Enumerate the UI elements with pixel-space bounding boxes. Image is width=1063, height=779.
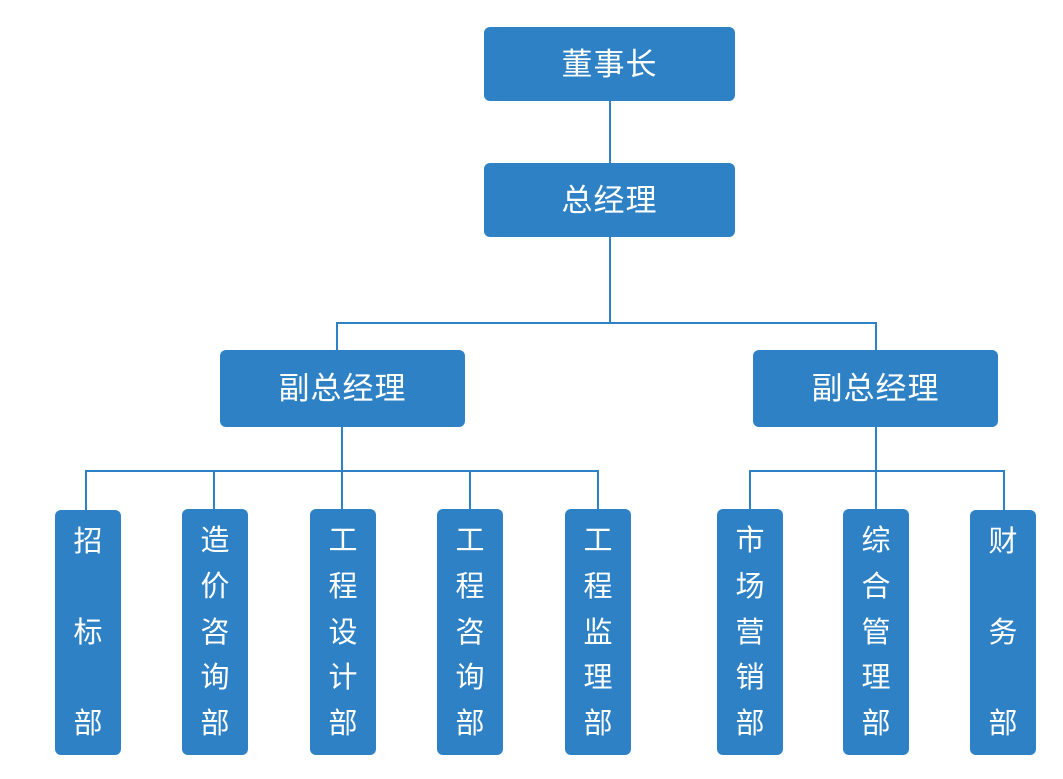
node-department-general-administration[interactable]: 综合管理部 [843,509,909,755]
label-char: 程 [455,570,485,603]
node-chairman-label: 董事长 [561,46,658,82]
node-department-general-administration-label: 综合管理部 [843,527,909,739]
label-char: 营 [735,616,765,649]
label-char: 部 [328,708,358,740]
edge-chairman-to-gm [609,101,611,163]
label-char: 咨 [200,616,230,649]
edge-bus-right-departments [749,470,1005,472]
label-char: 咨 [455,616,485,649]
node-department-engineering-design-label: 工程设计部 [310,527,376,739]
edge-drop-dept-l5 [597,470,599,510]
edge-drop-deputy-left [336,322,338,350]
node-deputy-left[interactable]: 副总经理 [220,350,465,427]
edge-drop-dept-l2 [213,470,215,510]
edge-gm-drop [609,237,611,324]
label-char: 部 [861,708,891,740]
label-char: 工 [328,525,358,557]
edge-deputy-right-drop [875,427,877,470]
label-char: 标 [73,617,103,649]
edge-drop-deputy-right [875,322,877,350]
node-department-engineering-supervision[interactable]: 工程监理部 [565,509,631,755]
node-chairman[interactable]: 董事长 [484,27,735,101]
node-department-cost-consulting-label: 造价咨询部 [182,527,248,739]
label-char: 部 [988,708,1018,740]
label-char: 部 [200,708,230,740]
edge-deputy-left-drop [341,427,343,470]
label-char: 市 [735,525,765,557]
label-char: 场 [735,570,765,603]
label-char: 计 [328,662,358,695]
node-department-bidding-label: 招标部 [55,528,121,739]
node-department-marketing-label: 市场营销部 [717,527,783,739]
node-department-engineering-consulting-label: 工程咨询部 [437,527,503,739]
label-char: 部 [455,708,485,740]
node-department-engineering-consulting[interactable]: 工程咨询部 [437,509,503,755]
label-char: 部 [583,708,613,740]
node-department-finance-label: 财务部 [970,528,1036,739]
node-deputy-right-label: 副总经理 [811,371,940,406]
label-char: 财 [988,526,1018,558]
node-department-marketing[interactable]: 市场营销部 [717,509,783,755]
label-char: 理 [583,662,613,695]
edge-drop-dept-l4 [469,470,471,510]
node-deputy-right[interactable]: 副总经理 [753,350,998,427]
node-department-finance[interactable]: 财务部 [970,510,1036,755]
label-char: 程 [328,570,358,603]
label-char: 招 [73,526,103,558]
label-char: 销 [735,662,765,695]
node-department-engineering-design[interactable]: 工程设计部 [310,509,376,755]
label-char: 询 [200,662,230,695]
node-department-bidding[interactable]: 招标部 [55,510,121,755]
label-char: 价 [200,570,230,603]
label-char: 管 [861,616,891,649]
node-deputy-left-label: 副总经理 [278,371,407,406]
label-char: 工 [455,525,485,557]
node-general-manager[interactable]: 总经理 [484,163,735,237]
label-char: 造 [200,525,230,557]
node-department-cost-consulting[interactable]: 造价咨询部 [182,509,248,755]
label-char: 部 [735,708,765,740]
label-char: 理 [861,662,891,695]
node-general-manager-label: 总经理 [561,182,658,218]
edge-drop-dept-l3 [341,470,343,510]
label-char: 合 [861,570,891,603]
label-char: 监 [583,616,613,649]
label-char: 设 [328,616,358,649]
label-char: 综 [861,525,891,557]
label-char: 务 [988,617,1018,649]
label-char: 程 [583,570,613,603]
edge-drop-dept-r1 [749,470,751,510]
node-department-engineering-supervision-label: 工程监理部 [565,527,631,739]
label-char: 部 [73,708,103,740]
edge-drop-dept-r3 [1003,470,1005,510]
edge-bus-deputies [336,322,876,324]
label-char: 询 [455,662,485,695]
edge-drop-dept-r2 [875,470,877,510]
label-char: 工 [583,525,613,557]
edge-drop-dept-l1 [85,470,87,510]
